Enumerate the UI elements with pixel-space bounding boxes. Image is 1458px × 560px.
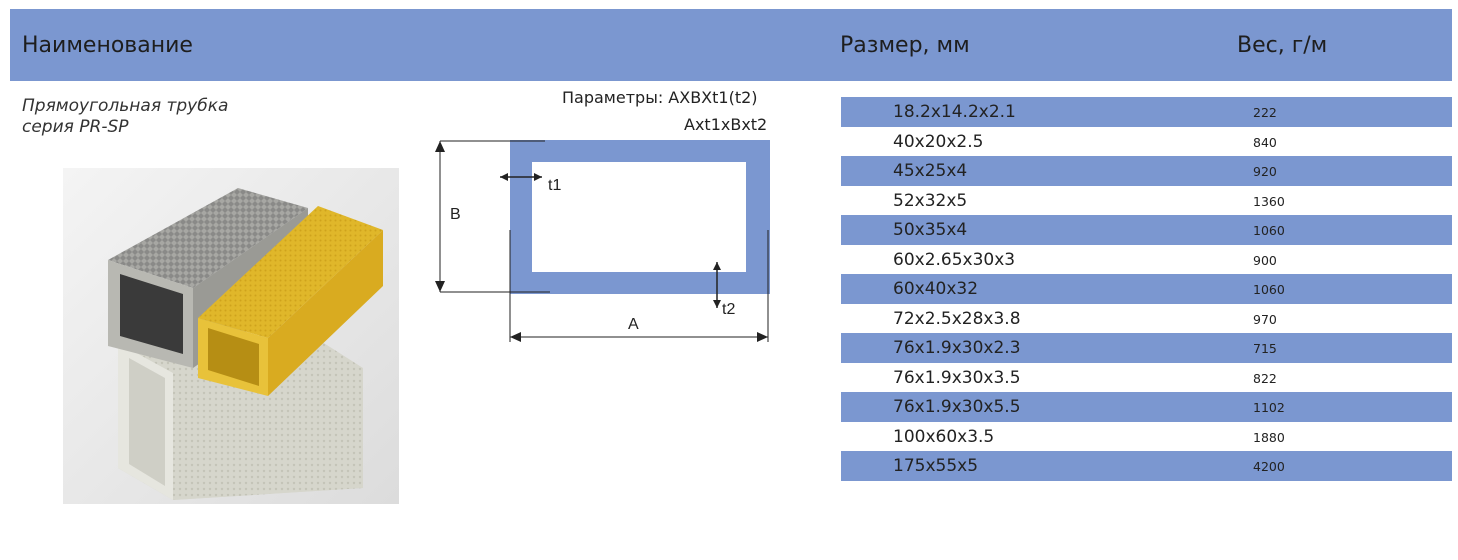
table-row: 60x2.65x30x3 900	[841, 245, 1452, 275]
table-row: 50x35x4 1060	[841, 215, 1452, 245]
product-name-line1: Прямоугольная трубка	[22, 96, 229, 116]
weight-cell: 900	[1253, 252, 1277, 268]
table-row: 40x20x2.5 840	[841, 127, 1452, 157]
profile-diagram: B A t1 t2	[420, 130, 780, 364]
table-row: 100x60x3.5 1880	[841, 422, 1452, 452]
size-cell: 52x32x5	[893, 190, 968, 211]
weight-cell: 1360	[1253, 193, 1285, 209]
weight-cell: 1880	[1253, 429, 1285, 445]
header-weight-label: Вес, г/м	[1237, 33, 1328, 58]
table-row: 72x2.5x28x3.8 970	[841, 304, 1452, 334]
profile-drawing	[435, 140, 770, 342]
weight-cell: 1060	[1253, 282, 1285, 297]
label-a: A	[628, 316, 639, 333]
table-row: 76x1.9x30x5.5 1102	[841, 392, 1452, 422]
weight-cell: 970	[1253, 311, 1277, 327]
size-cell: 76x1.9x30x3.5	[893, 367, 1021, 388]
weight-cell: 840	[1253, 134, 1277, 150]
table-row: 18.2x14.2x2.1 222	[841, 97, 1452, 127]
size-cell: 100x60x3.5	[893, 426, 995, 447]
size-cell: 60x2.65x30x3	[893, 249, 1016, 270]
size-cell: 40x20x2.5	[893, 131, 984, 152]
header-name-label: Наименование	[22, 33, 193, 58]
label-t2: t2	[722, 301, 736, 318]
size-cell: 76x1.9x30x5.5	[893, 397, 1021, 417]
label-b: B	[450, 206, 461, 223]
size-table: 18.2x14.2x2.1 222 40x20x2.5 840 45x25x4 920 52…	[841, 97, 1452, 481]
weight-cell: 1060	[1253, 223, 1285, 238]
table-row: 175x55x5 4200	[841, 451, 1452, 481]
header-size-label: Размер, мм	[840, 33, 970, 58]
params-line2: Axt1xBxt2	[684, 115, 768, 134]
table-row: 76x1.9x30x2.3 715	[841, 333, 1452, 363]
product-series: серия PR-SP	[22, 117, 129, 137]
label-t1: t1	[548, 177, 562, 194]
size-cell: 45x25x4	[893, 161, 968, 181]
table-row: 52x32x5 1360	[841, 186, 1452, 216]
product-name: Прямоугольная трубка серия PR-SP	[22, 96, 322, 138]
table-header: Наименование Размер, мм Вес, г/м	[10, 9, 1452, 81]
weight-cell: 920	[1253, 164, 1277, 179]
product-photo	[63, 168, 399, 504]
table-row: 45x25x4 920	[841, 156, 1452, 186]
tube-photo-illustration	[63, 168, 399, 504]
weight-cell: 1102	[1253, 400, 1285, 415]
size-cell: 50x35x4	[893, 220, 968, 240]
table-row: 60x40x32 1060	[841, 274, 1452, 304]
profile-inner	[532, 162, 746, 272]
size-cell: 76x1.9x30x2.3	[893, 338, 1021, 358]
weight-cell: 4200	[1253, 459, 1285, 474]
size-cell: 60x40x32	[893, 279, 979, 299]
size-cell: 72x2.5x28x3.8	[893, 308, 1021, 329]
params-line1: Параметры: AXBXt1(t2)	[562, 88, 758, 107]
table-row: 76x1.9x30x3.5 822	[841, 363, 1452, 393]
weight-cell: 222	[1253, 105, 1277, 120]
weight-cell: 715	[1253, 341, 1277, 356]
weight-cell: 822	[1253, 370, 1277, 386]
size-cell: 18.2x14.2x2.1	[893, 102, 1016, 122]
size-cell: 175x55x5	[893, 456, 979, 476]
